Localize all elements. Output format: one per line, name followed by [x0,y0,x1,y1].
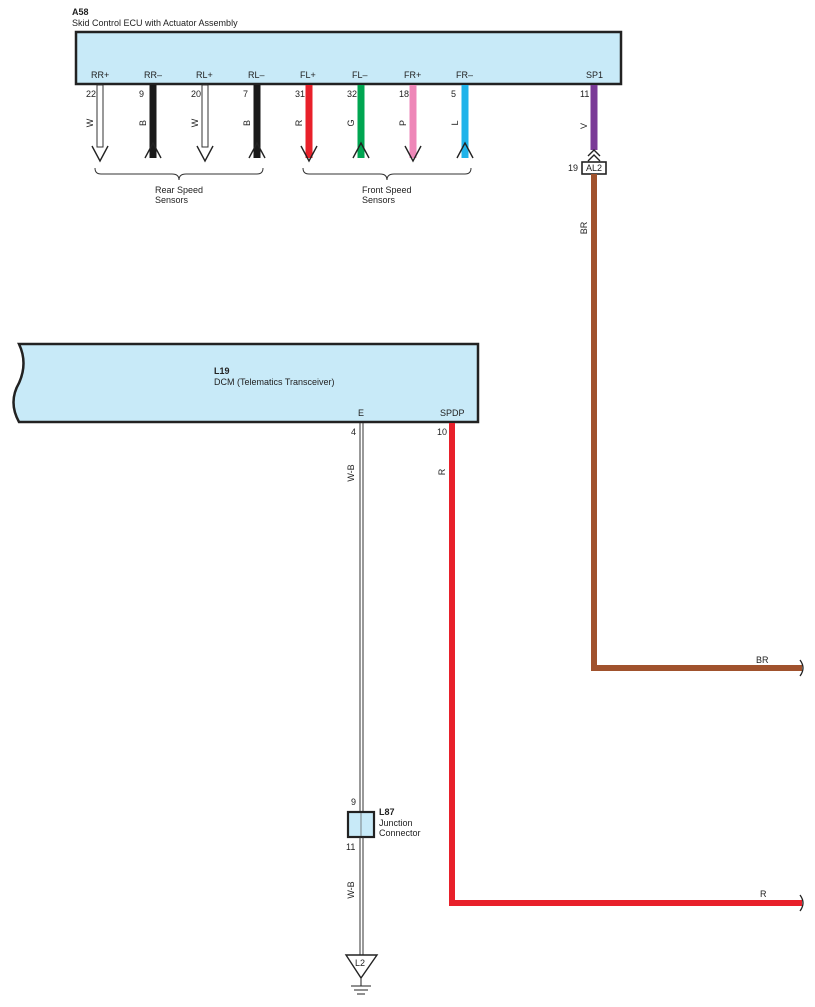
pin-label-rl-minus: RL– [248,70,265,80]
right-br-label: BR [756,655,769,665]
arrow-up-icon-fr-minus [456,141,474,159]
pin-label-fr-minus: FR– [456,70,473,80]
a58-code: A58 [72,7,89,17]
pin-label-fl-plus: FL+ [300,70,316,80]
front-sensors-label-1: Front Speed [362,185,412,195]
arrow-down-icon-fl-plus [300,145,318,163]
wire-code-fl-minus: G [346,119,356,126]
pin-label-fr-plus: FR+ [404,70,421,80]
wire-rl-plus [201,84,209,148]
pin-number-rr-minus: 9 [139,89,144,99]
l87-label-2: Connector [379,828,421,838]
l87-code: L87 [379,807,395,817]
wire-rr-plus [96,84,104,148]
e-pin-number: 4 [351,427,356,437]
ground-triangle [344,954,379,980]
wire-code-rr-minus: B [138,120,148,126]
pin-label-rr-plus: RR+ [91,70,109,80]
pin-label-fl-minus: FL– [352,70,368,80]
front-sensors-label-2: Sensors [362,195,396,205]
pin-number-rr-plus: 22 [86,89,96,99]
spdp-wire-code: R [437,468,447,475]
rear-sensors-label-2: Sensors [155,195,189,205]
arrow-down-icon-fr-plus [404,145,422,163]
arrow-down-icon-rr-plus [91,145,109,163]
wire-code-rl-plus: W [190,118,200,127]
l19-code: L19 [214,366,230,376]
wb-wire-upper [359,423,364,812]
pin-number-fl-minus: 32 [347,89,357,99]
arrow-up-icon-rr-minus [144,141,162,159]
a58-pin-group: RR+ 22W RR–9B RL+ 20W RL–7B FL+ 31R FL– 32G FR+ 18P… [85,70,474,163]
wire-code-fr-minus: L [450,120,460,125]
a58-ecu-box [74,30,623,86]
ground-code: L2 [355,958,365,968]
l87-bottom-pin-number: 11 [346,842,355,852]
red-wire-break-icon [799,894,804,912]
spdp-red-wire [449,423,802,906]
arrow-up-icon-rl-minus [248,141,266,159]
a58-name: Skid Control ECU with Actuator Assembly [72,18,238,28]
pin-number-rl-minus: 7 [243,89,248,99]
pin-label-rr-minus: RR– [144,70,162,80]
l19-name: DCM (Telematics Transceiver) [214,377,335,387]
pin-number-fr-plus: 18 [399,89,409,99]
ground-icon [351,978,371,995]
sp1-arrow-bottom [587,154,601,162]
sp1-arrow-top [587,149,601,157]
al2-code: AL2 [586,163,602,173]
spdp-pin-label: SPDP [440,408,465,418]
brown-wire-break-icon [799,659,804,677]
pin-label-rl-plus: RL+ [196,70,213,80]
right-r-label: R [760,889,767,899]
pin-number-fl-plus: 31 [295,89,305,99]
wire-code-fr-plus: P [398,120,408,126]
spdp-pin-number: 10 [437,427,447,437]
arrow-down-icon-rl-plus [196,145,214,163]
pin-number-fr-minus: 5 [451,89,456,99]
arrow-up-icon-fl-minus [352,141,370,159]
wire-code-fl-plus: R [294,119,304,126]
brown-wire [591,174,802,671]
sp1-pin-label: SP1 [586,70,603,80]
rear-sensors-label-1: Rear Speed [155,185,203,195]
sp1-pin-number: 11 [580,89,589,99]
pin-number-rl-plus: 20 [191,89,201,99]
e-pin-label: E [358,408,364,418]
front-sensors-brace [302,167,472,181]
wb-wire-code-upper: W-B [346,464,356,481]
brown-wire-code: BR [579,221,589,234]
sp1-wire-code: V [579,123,589,129]
al2-pin-number: 19 [568,163,578,173]
l19-dcm-box [12,342,480,424]
l87-top-pin-number: 9 [351,797,356,807]
wb-wire-lower [359,837,364,955]
wire-code-rr-plus: W [85,118,95,127]
wire-code-rl-minus: B [242,120,252,126]
wb-wire-code-lower: W-B [346,881,356,898]
rear-sensors-brace [94,167,264,181]
l87-label-1: Junction [379,818,413,828]
